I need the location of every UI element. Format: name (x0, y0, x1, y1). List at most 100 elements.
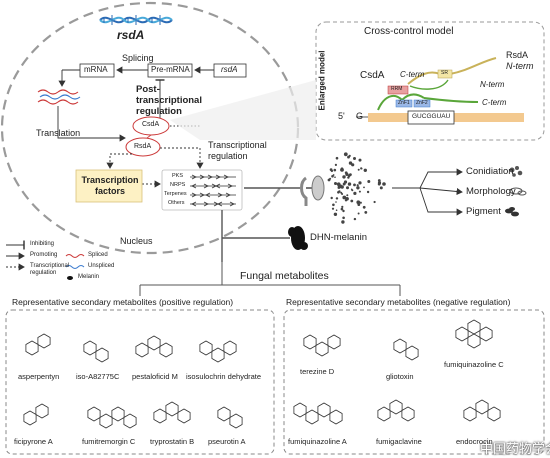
pre-mrna-box (147, 63, 193, 78)
rrm-domain (387, 85, 409, 95)
sr-domain (437, 69, 453, 79)
ring-sketch (159, 342, 173, 358)
ring-sketch (147, 335, 161, 351)
legend-transcriptional: Transcriptional regulation (30, 263, 70, 276)
conidium-dot (337, 184, 342, 189)
ring-sketch (83, 340, 97, 356)
gene-cluster-pks: PKS (172, 173, 184, 179)
gene-cluster-box (161, 169, 243, 211)
conidium-dot (366, 190, 370, 194)
conidium-dot (353, 157, 356, 160)
conidium-dot (353, 191, 357, 195)
conidium-dot (346, 186, 349, 190)
compound-pseurotin-a: pseurotin A (208, 437, 246, 446)
conidium-dot (335, 156, 339, 160)
rsda-gene-label: rsdA (221, 65, 238, 74)
csda-model-label: CsdA (360, 70, 385, 81)
conidiation-icon (509, 166, 523, 177)
output-morphology: Morphology (466, 186, 516, 197)
compound-isosulochrin: isosulochrin dehydrate (186, 372, 262, 381)
ring-sketch (487, 406, 501, 422)
ring-sketch (389, 399, 403, 415)
dhn-melanin-icon (288, 226, 308, 250)
ring-sketch (123, 413, 137, 429)
conidium-dot (333, 168, 337, 172)
legend-unspliced: Unspliced (88, 263, 115, 269)
znf2-domain (413, 99, 431, 108)
ring-sketch (165, 401, 179, 417)
znf2-label: ZnF2 (416, 100, 428, 106)
conidium-dot (382, 182, 386, 186)
conidium-dot (345, 197, 349, 201)
fungal-metabolites-title: Fungal metabolites (240, 270, 329, 282)
watermark: 中国药物学会 (480, 442, 550, 457)
conidium-dot (346, 194, 349, 197)
ring-sketch (95, 347, 109, 363)
conidium-dot (342, 195, 347, 200)
ring-sketch (475, 399, 489, 415)
dhn-melanin-label: DHN-melanin (310, 232, 368, 243)
transcriptional-label: Transcriptional regulation (208, 140, 267, 161)
conidium-dot (342, 175, 346, 179)
conidium-dot (356, 186, 360, 190)
rsda-gene-box (213, 63, 247, 78)
legend-inhibiting: Inhibiting (30, 241, 55, 247)
conidium-dot (362, 205, 366, 209)
conidium-dot (342, 216, 345, 220)
output-conidiation: Conidiation (466, 166, 514, 177)
conidium-dot (358, 158, 362, 162)
ring-sketch (329, 409, 343, 425)
negative-regulation-panel (283, 309, 545, 455)
legend-melanin: Melanin (78, 274, 100, 280)
conidium-dot (335, 201, 337, 203)
ring-sketch (393, 338, 407, 354)
gene-cluster-terpenes: Terpenes (164, 191, 187, 197)
conidium-dot (341, 205, 344, 208)
compound-pestaloficid-m: pestaloficid M (132, 372, 178, 381)
ring-sketch (111, 406, 125, 422)
gene-cluster-arrows (190, 174, 236, 207)
znf1-domain (395, 99, 413, 108)
ring-sketch (303, 334, 317, 350)
ring-sketch (293, 402, 307, 418)
compound-terezine-d: terezine D (300, 367, 335, 376)
conidium-dot (338, 190, 341, 193)
conidium-dot (347, 182, 352, 186)
nucleus-label: Nucleus (120, 236, 153, 246)
ring-sketch (217, 406, 231, 422)
conidium-dot (329, 168, 333, 172)
enlarged-model-label: Enlarged model (317, 50, 327, 111)
gene-title: rsdA (117, 28, 145, 42)
mrna-label: mRNA (84, 65, 108, 74)
compound-fumigaclavine: fumigaclavine (376, 437, 422, 446)
conidium-dot (343, 180, 348, 184)
conidium-dot (367, 180, 371, 183)
conidia-spray (327, 152, 386, 224)
molecule-structures (23, 319, 501, 429)
conidium-dot (335, 183, 337, 186)
conidium-dot (358, 181, 362, 185)
post-transcriptional-label: Post-transcriptional regulation (136, 84, 202, 117)
five-prime-label: 5' (338, 111, 345, 121)
ring-sketch (177, 408, 191, 424)
compound-fumiquinazoline-c: fumiquinazoline C (444, 360, 504, 369)
ring-sketch (37, 333, 51, 349)
conidium-dot (347, 174, 351, 178)
positive-panel-title: Representative secondary metabolites (po… (12, 297, 234, 307)
compound-tryprostatin-b: tryprostatin B (150, 437, 195, 446)
conidium-dot (377, 181, 382, 185)
conidium-dot (332, 174, 335, 176)
ring-sketch (405, 345, 419, 361)
conidium-dot (363, 168, 367, 172)
csda-node-label: CsdA (142, 121, 160, 128)
conidium-dot (346, 174, 349, 176)
conidium-dot (353, 183, 356, 187)
ring-sketch (327, 334, 341, 350)
rrm-label: RRM (391, 86, 403, 92)
conidium-dot (353, 217, 357, 221)
conidium-dot (343, 152, 348, 157)
n-term-top: N-term (506, 61, 534, 71)
conidium-dot (334, 176, 336, 178)
conidium-dot (340, 207, 344, 211)
conidium-dot (335, 197, 339, 200)
